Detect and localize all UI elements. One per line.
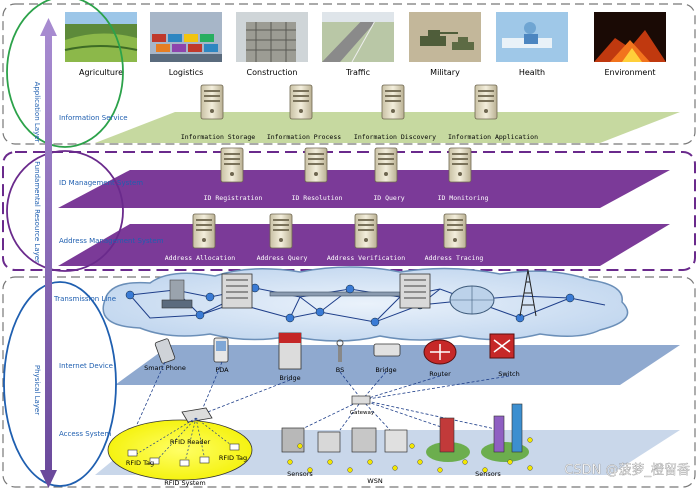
server-icon	[305, 148, 327, 182]
server-label-address-query: Address Query	[257, 254, 308, 262]
app-label-construction: Construction	[247, 68, 298, 77]
rfid-system-label: RFID System	[164, 479, 205, 487]
server-label-information-storage: Information Storage	[181, 133, 255, 141]
rfid-tag-icon	[230, 444, 239, 450]
server-label-information-process: Information Process	[267, 133, 341, 141]
server-label-id-registration: ID Registration	[204, 194, 263, 202]
server-icon	[221, 148, 243, 182]
construction-image	[236, 12, 308, 62]
device-label-bs: BS	[336, 366, 344, 374]
app-label-logistics: Logistics	[169, 68, 204, 77]
switch-icon	[490, 334, 514, 358]
server-label-information-discovery: Information Discovery	[354, 133, 436, 141]
wsn-label: WSN	[367, 477, 383, 485]
fundamental-layer-label: Fundamental Resource Layer	[33, 161, 41, 263]
server-icon	[355, 214, 377, 248]
agriculture-image	[65, 12, 137, 62]
rfid-reader-icon	[182, 408, 212, 422]
rfid-tag-icon	[200, 457, 209, 463]
app-label-military: Military	[430, 68, 460, 77]
server-label-address-allocation: Address Allocation	[165, 254, 236, 262]
app-label-environment: Environment	[604, 68, 655, 77]
app-label-agriculture: Agriculture	[79, 68, 123, 77]
device-label-switch: Switch	[498, 370, 520, 378]
transmission-cable	[270, 292, 400, 296]
rfid-reader-label: RFID Reader	[170, 438, 211, 446]
app-label-health: Health	[519, 68, 545, 77]
logistics-image	[150, 12, 222, 62]
dome-icon	[450, 286, 494, 314]
rfid-tag-icon	[128, 450, 137, 456]
device-label-router: Router	[429, 370, 451, 378]
device-label-bridge-2: Bridge	[375, 366, 396, 374]
bridge-icon	[279, 333, 301, 369]
server-label-address-tracing: Address Tracing	[425, 254, 484, 262]
server-label-information-application: Information Application	[448, 133, 538, 141]
server-icon	[201, 85, 223, 119]
traffic-image	[322, 12, 394, 62]
app-label-traffic: Traffic	[345, 68, 370, 77]
gateway-icon	[352, 396, 370, 404]
pda-icon	[214, 338, 228, 362]
server-rack-icon	[222, 274, 252, 308]
device-label-bridge: Bridge	[279, 374, 300, 382]
server-label-id-monitoring: ID Monitoring	[438, 194, 489, 202]
transmission-line-label: Transmission Line	[53, 295, 116, 303]
server-label-address-verification: Address Verification	[327, 254, 405, 262]
access-system-label: Access System	[59, 430, 111, 438]
server-icon	[270, 214, 292, 248]
server-icon	[290, 85, 312, 119]
server-icon	[382, 85, 404, 119]
sensors-label: Sensors	[475, 470, 501, 478]
device-label-smart-phone: Smart Phone	[144, 364, 186, 372]
rfid-tag-label: RFID Tag	[219, 454, 247, 462]
fundamental-layer-oval	[7, 151, 123, 271]
layer-arrow	[40, 18, 57, 488]
environment-image	[594, 12, 666, 62]
id-management-label: ID Management System	[59, 179, 143, 187]
application-images	[65, 12, 666, 62]
server-icon	[449, 148, 471, 182]
server-icon	[193, 214, 215, 248]
information-service-label: Information Service	[59, 114, 128, 122]
server-label-id-resolution: ID Resolution	[292, 194, 343, 202]
id-management-plane	[58, 170, 670, 208]
router-icon	[424, 340, 456, 364]
rfid-tag-label: RFID Tag	[126, 459, 154, 467]
server-icon	[475, 85, 497, 119]
application-labels: Agriculture Logistics Construction Traff…	[79, 68, 656, 77]
server-rack-icon	[400, 274, 430, 308]
address-management-label: Address Management System	[59, 237, 164, 245]
bridge-icon	[374, 344, 400, 356]
military-image	[409, 12, 481, 62]
server-icon	[375, 148, 397, 182]
server-label-id-query: ID Query	[373, 194, 404, 202]
rfid-tag-icon	[180, 460, 189, 466]
physical-layer-label: Physical Layer	[33, 365, 41, 415]
internet-device-label: Internet Device	[59, 362, 113, 370]
health-image	[496, 12, 568, 62]
server-icon	[444, 214, 466, 248]
physical-layer-oval	[4, 282, 116, 486]
watermark: CSDN @菠萝_橙留香	[564, 463, 690, 478]
gateway-label: Gateway	[350, 410, 375, 416]
application-layer-label: Application Layer	[33, 82, 41, 143]
